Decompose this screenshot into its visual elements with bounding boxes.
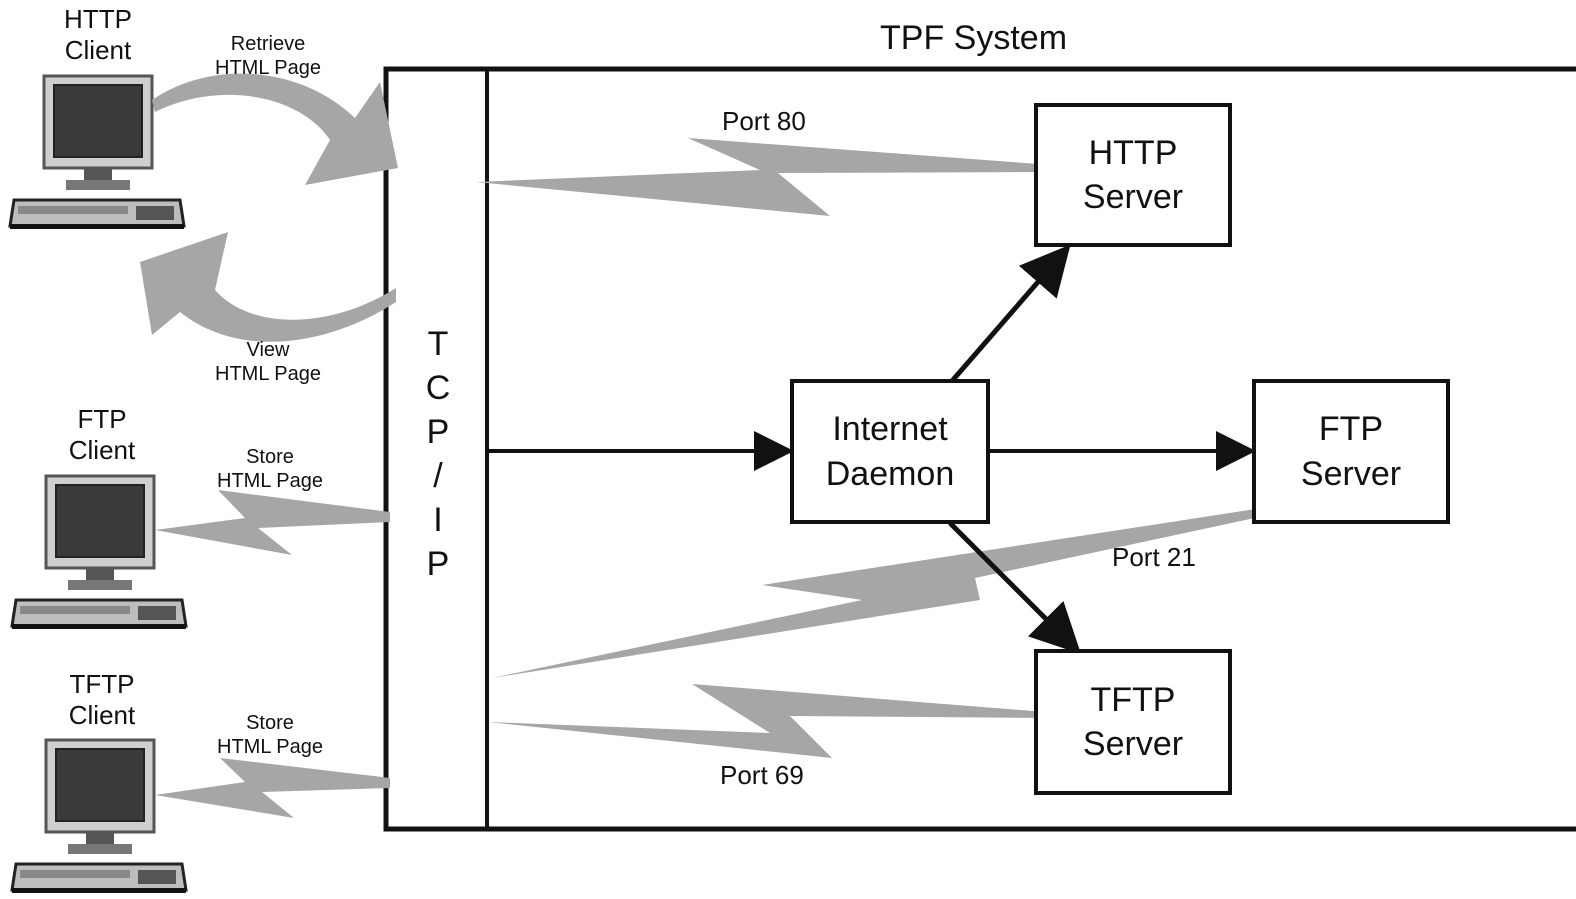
retrieve-curved-arrow-icon [152, 73, 398, 185]
port69-label: Port 69 [720, 760, 804, 790]
tcpip-letter: C [425, 369, 451, 407]
view-curved-arrow-icon [140, 232, 396, 342]
daemon-to-http-arrow [950, 244, 1071, 383]
tftp-client-computer-icon [10, 738, 188, 895]
tcpip-letter: P [426, 545, 450, 583]
tcpip-letter: P [426, 413, 450, 451]
ftp-client-computer-icon [10, 474, 188, 631]
tftp-store-lightning-icon [155, 758, 390, 818]
daemon-to-tftp-arrow [948, 521, 1082, 655]
tpf-system-frame [383, 66, 1576, 832]
tcpip-letter: I [433, 501, 443, 539]
port80-lightning-icon [476, 138, 1052, 216]
system-title: TPF System [880, 19, 1068, 57]
port69-lightning-icon [488, 684, 1046, 758]
tcpip-letter: T [427, 325, 449, 363]
tcpip-letter: / [433, 457, 443, 495]
tcpip-label: T C P / I P [420, 322, 456, 586]
port21-label: Port 21 [1112, 542, 1196, 572]
port80-label: Port 80 [722, 106, 806, 136]
port21-lightning-icon [492, 508, 1264, 678]
ftp-store-lightning-icon [155, 490, 390, 555]
